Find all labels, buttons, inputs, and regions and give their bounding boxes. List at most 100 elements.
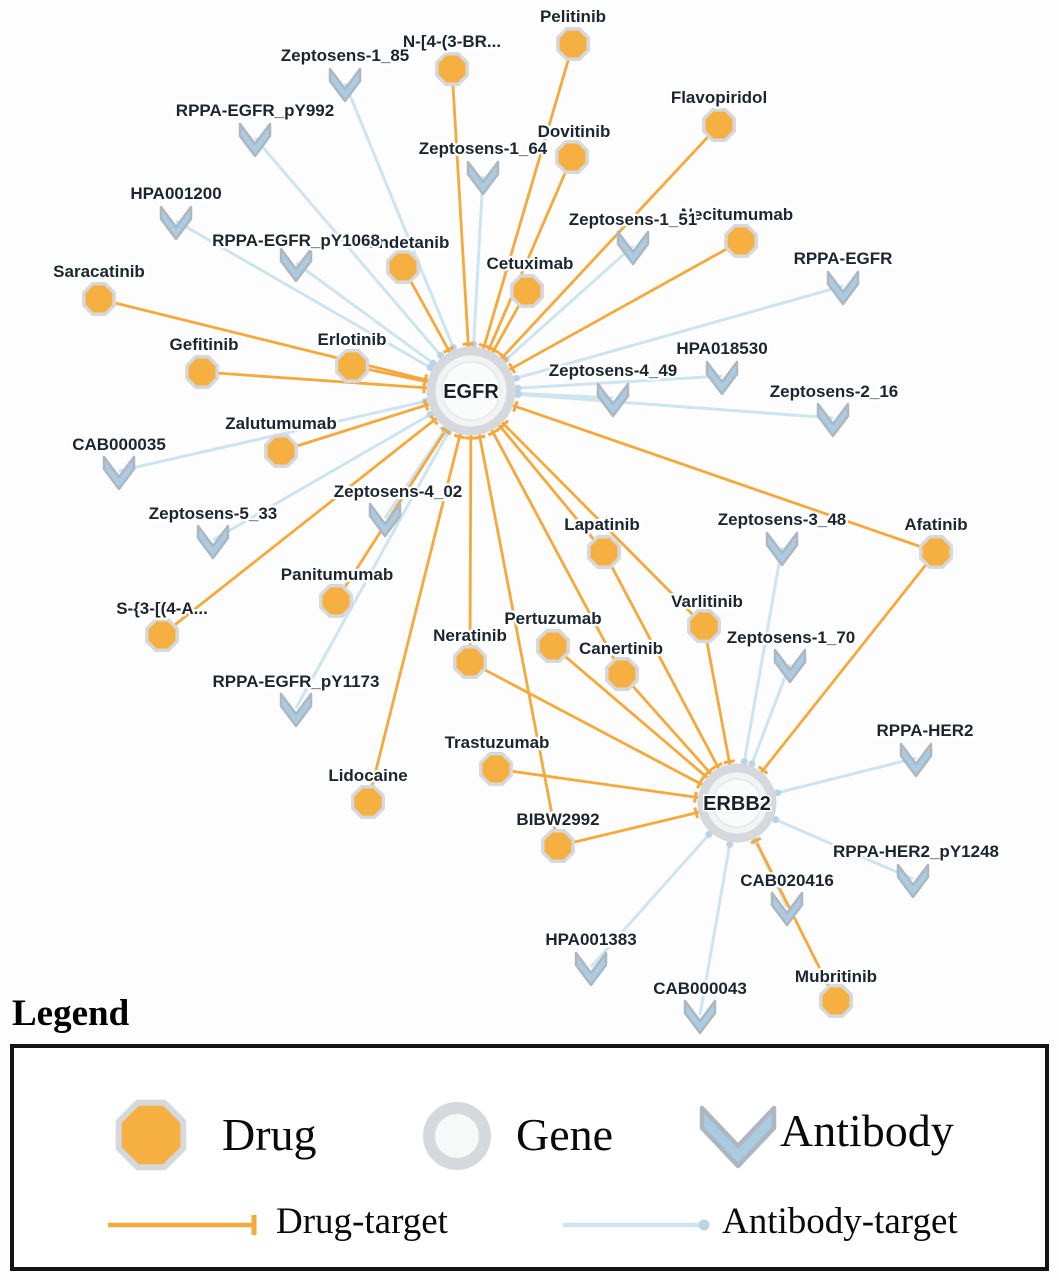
antibody-target-edge [470, 389, 834, 420]
node-label-zeptosens-2-16: Zeptosens-2_16 [770, 382, 899, 401]
antibody-node-hpa018530[interactable] [705, 360, 739, 396]
antibody-target-dot [429, 359, 437, 367]
antibody-node-rppa-her2[interactable] [899, 742, 933, 778]
drug-target-edge [469, 124, 721, 392]
antibody-node-zeptosens-5-33[interactable] [196, 524, 230, 560]
antibody-node-cab020416[interactable] [770, 891, 804, 927]
drug-target-edge [470, 390, 705, 627]
drug-node-lapatinib[interactable] [587, 535, 621, 569]
drug-target-edge [366, 390, 473, 803]
drug-target-tee [723, 759, 735, 765]
drug-node-canertinib[interactable] [605, 657, 639, 691]
antibody-node-zeptosens-2-16[interactable] [816, 402, 850, 438]
gene-legend-icon [423, 1102, 491, 1170]
antibody-target-edge [253, 137, 473, 392]
antibody-node-hpa001200[interactable] [159, 205, 193, 241]
drug-target-tee [693, 791, 698, 803]
antibody-node-zeptosens-1-85[interactable] [328, 67, 362, 103]
antibody-node-zeptosens-1-64[interactable] [466, 160, 500, 196]
antibody-target-edge [175, 219, 472, 393]
antibody-node-rppa-egfr[interactable] [826, 270, 860, 306]
drug-node-flavopiridol[interactable] [702, 108, 736, 142]
antibody-node-rppa-egfr-py992[interactable] [238, 122, 272, 158]
antibody-node-hpa001383[interactable] [574, 951, 608, 987]
node-label-zeptosens-3-48: Zeptosens-3_48 [718, 510, 847, 529]
drug-node-neratinib[interactable] [453, 645, 487, 679]
drug-node-panitumumab[interactable] [319, 584, 353, 618]
node-label-zalutumumab: Zalutumumab [225, 414, 336, 433]
drug-target-edge [469, 660, 738, 805]
antibody-target-dot [705, 830, 713, 838]
drug-node-cetuximab[interactable] [510, 274, 544, 308]
drug-target-edge [469, 390, 624, 675]
antibody-target-dot [512, 374, 520, 382]
node-label-cetuximab: Cetuximab [487, 254, 574, 273]
drug-target-tee [453, 433, 466, 440]
gene-label-erbb2: ERBB2 [703, 793, 771, 815]
antibody-target-edge [118, 389, 472, 473]
node-label-trastuzumab: Trastuzumab [445, 733, 550, 752]
gene-node-egfr[interactable] [426, 346, 516, 436]
drug-node-vandetanib[interactable] [386, 250, 420, 284]
node-label-rppa-egfr-py992: RPPA-EGFR_pY992 [176, 101, 334, 120]
node-label-n4-3br: N-[4-(3-BR... [403, 32, 501, 51]
drug-target-edge [201, 370, 472, 393]
antibody-node-cab000043[interactable] [683, 999, 717, 1035]
drug-node-mubritinib[interactable] [819, 984, 853, 1018]
drug-target-tee [750, 836, 762, 845]
antibody-target-dot [774, 789, 782, 797]
node-label-canertinib: Canertinib [579, 639, 663, 658]
antibody-target-dot [436, 351, 444, 359]
drug-target-edge [161, 389, 472, 637]
antibody-target-legend-label: Antibody-target [722, 1201, 958, 1242]
drug-node-zalutumumab[interactable] [264, 434, 298, 468]
drug-node-s3-4a[interactable] [145, 618, 179, 652]
node-label-afatinib: Afatinib [904, 515, 967, 534]
antibody-target-dot [514, 390, 522, 398]
node-label-erlotinib: Erlotinib [318, 330, 387, 349]
antibody-target-edge-icon [563, 1219, 710, 1231]
drug-node-erlotinib[interactable] [335, 349, 369, 383]
node-label-varlitinib: Varlitinib [671, 592, 743, 611]
antibody-node-zeptosens-1-51[interactable] [616, 230, 650, 266]
antibody-node-rppa-egfr-py1068[interactable] [279, 247, 313, 283]
drug-node-saracatinib[interactable] [82, 282, 116, 316]
drug-node-bibw2992[interactable] [541, 829, 575, 863]
drug-node-pertuzumab[interactable] [536, 629, 570, 663]
drug-node-afatinib[interactable] [919, 535, 953, 569]
node-label-neratinib: Neratinib [433, 626, 507, 645]
drug-node-gefitinib[interactable] [185, 355, 219, 389]
node-label-flavopiridol: Flavopiridol [671, 88, 767, 107]
antibody-node-rppa-egfr-py1173[interactable] [279, 692, 313, 728]
antibody-node-zeptosens-3-48[interactable] [765, 531, 799, 567]
antibody-node-cab000035[interactable] [102, 455, 136, 491]
drug-node-necitumumab[interactable] [724, 224, 758, 258]
drug-node-pelitinib[interactable] [556, 27, 590, 61]
node-label-zeptosens-1-85: Zeptosens-1_85 [281, 46, 410, 65]
node-label-dovitinib: Dovitinib [538, 122, 611, 141]
drug-target-edge [470, 239, 742, 393]
drug-node-lidocaine[interactable] [351, 785, 385, 819]
node-label-rppa-her2: RPPA-HER2 [877, 721, 974, 740]
node-label-hpa001383: HPA001383 [545, 930, 636, 949]
drug-target-tee [499, 419, 510, 430]
antibody-node-zeptosens-4-49[interactable] [596, 382, 630, 418]
node-label-zeptosens-1-64: Zeptosens-1_64 [419, 139, 548, 158]
antibody-target-dot [726, 840, 734, 848]
node-label-pelitinib: Pelitinib [540, 7, 606, 26]
antibody-node-zeptosens-1-70[interactable] [773, 648, 807, 684]
node-label-s3-4a: S-{3-[(4-A... [116, 599, 208, 618]
antibody-node-zeptosens-4-02[interactable] [368, 502, 402, 538]
drug-target-tee [422, 375, 428, 388]
drug-target-tee [487, 428, 499, 437]
node-label-lidocaine: Lidocaine [328, 766, 407, 785]
drug-legend-icon [115, 1099, 187, 1171]
drug-node-n4-3br[interactable] [435, 52, 469, 86]
drug-target-edge [469, 390, 560, 847]
gene-node-erbb2[interactable] [697, 763, 777, 843]
antibody-node-rppa-her2-py1248[interactable] [896, 863, 930, 899]
drug-node-varlitinib[interactable] [687, 609, 721, 643]
drug-node-dovitinib[interactable] [555, 140, 589, 174]
drug-node-trastuzumab[interactable] [479, 752, 513, 786]
